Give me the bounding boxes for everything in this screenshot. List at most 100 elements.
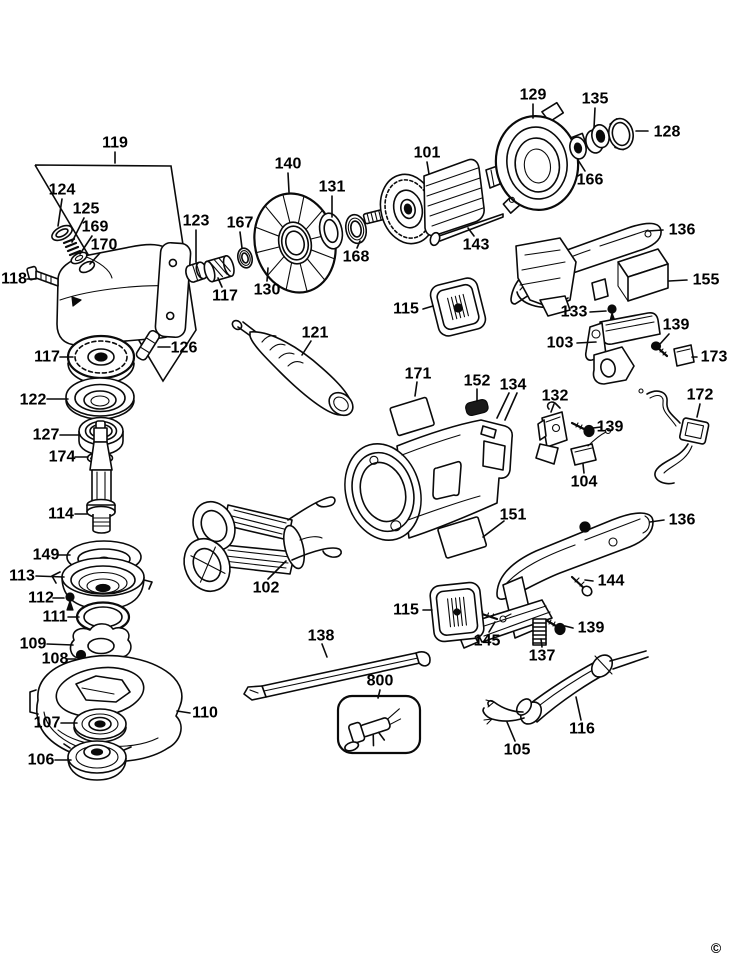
spanner-wrench-138-drawing	[243, 651, 431, 701]
part-label-140: 140	[275, 156, 302, 173]
part-label-114: 114	[48, 506, 74, 523]
screw-139-c-drawing	[544, 618, 566, 636]
washer-131-drawing	[318, 212, 344, 250]
spindle-114-drawing	[86, 420, 116, 534]
leader-line-134	[504, 392, 518, 421]
leader-line-138	[321, 643, 328, 658]
brush-cover-115-bottom-drawing	[429, 581, 485, 643]
retainer-ring-128-drawing	[608, 117, 634, 151]
cordset-172-drawing	[638, 388, 710, 485]
field-case-134-drawing	[344, 419, 514, 541]
part-label-112: 112	[28, 590, 54, 607]
module-173-drawing	[673, 344, 695, 367]
bevel-gear-117-drawing	[66, 334, 136, 385]
part-label-152: 152	[464, 373, 491, 390]
part-label-108: 108	[42, 651, 69, 668]
clamp-nut-106-drawing	[63, 740, 132, 781]
switch-103-drawing	[584, 312, 661, 385]
leader-line-132	[550, 403, 555, 413]
leader-line-139-a	[659, 333, 670, 345]
part-label-115-top: 115	[393, 301, 419, 318]
fan-140-drawing	[253, 192, 337, 294]
part-label-117-gear: 117	[34, 349, 60, 366]
bearing-sleeve-123-drawing	[185, 261, 208, 283]
brush-set-155-drawing	[591, 248, 669, 302]
screw-139-a-drawing	[650, 341, 669, 358]
screw-139-b-drawing	[570, 421, 595, 438]
part-label-105: 105	[504, 742, 531, 759]
leader-line-109	[46, 643, 74, 646]
part-label-102: 102	[253, 580, 280, 597]
brush-cover-115-top-drawing	[429, 277, 487, 337]
leader-line-170	[89, 252, 101, 265]
leader-line-136-bottom	[649, 519, 665, 523]
part-label-170: 170	[91, 237, 118, 254]
side-handle-121-drawing	[231, 319, 354, 417]
cap-152-drawing	[465, 399, 489, 417]
leader-line-167	[239, 231, 243, 249]
spring-125-drawing	[62, 237, 82, 257]
part-label-139-c: 139	[578, 620, 605, 637]
o-ring-124-drawing	[51, 224, 73, 242]
part-label-101: 101	[414, 145, 441, 162]
part-label-123: 123	[183, 213, 210, 230]
part-label-138: 138	[308, 628, 335, 645]
leader-line-136-top	[647, 229, 664, 232]
leader-line-137	[540, 638, 543, 648]
part-label-121: 121	[302, 325, 329, 342]
part-label-137: 137	[529, 648, 556, 665]
leader-line-151	[482, 520, 505, 538]
part-label-174: 174	[49, 449, 76, 466]
part-label-149: 149	[33, 547, 60, 564]
part-label-111: 111	[43, 609, 68, 626]
leader-line-130	[266, 267, 269, 282]
part-label-134: 134	[500, 377, 527, 394]
leader-line-121	[301, 340, 312, 356]
part-label-104: 104	[571, 474, 598, 491]
part-label-129: 129	[520, 87, 547, 104]
leader-line-101	[426, 161, 430, 175]
part-label-copyright: ©	[711, 940, 722, 956]
leader-line-134	[496, 392, 510, 419]
part-label-139-a: 139	[663, 317, 690, 334]
leader-line-135	[593, 107, 596, 129]
leader-line-169	[79, 235, 93, 255]
pinion-117-drawing	[203, 255, 235, 283]
leader-line-116	[575, 696, 582, 721]
spring-137-drawing	[532, 618, 547, 646]
leader-line-155	[668, 279, 688, 282]
part-label-169: 169	[82, 219, 109, 236]
part-label-143: 143	[463, 237, 490, 254]
part-label-116: 116	[569, 721, 595, 738]
part-label-126: 126	[171, 340, 198, 357]
leader-line-133	[589, 310, 607, 313]
screw-112-drawing	[65, 592, 75, 611]
part-label-106: 106	[28, 752, 55, 769]
part-label-166: 166	[577, 172, 604, 189]
part-label-124: 124	[49, 182, 76, 199]
leader-line-145	[488, 621, 496, 633]
leader-line-104	[582, 463, 585, 474]
part-label-139-b: 139	[597, 419, 624, 436]
cord-protector-116-drawing	[515, 650, 649, 725]
part-label-136-top: 136	[669, 222, 696, 239]
leader-line-125	[71, 217, 85, 243]
leader-line-800	[377, 689, 381, 699]
part-label-800: 800	[367, 673, 394, 690]
washer-167-drawing	[236, 247, 254, 269]
leader-line-168	[356, 240, 361, 249]
leader-line-103	[576, 341, 597, 344]
lock-pin-126-drawing	[135, 329, 161, 361]
leader-line-117-pinion	[217, 277, 223, 288]
housing-half-136-top-drawing	[510, 222, 662, 317]
part-label-172: 172	[687, 387, 714, 404]
part-label-115-bottom: 115	[393, 602, 419, 619]
part-label-135: 135	[582, 91, 609, 108]
part-label-107: 107	[34, 715, 61, 732]
part-label-119: 119	[102, 135, 128, 152]
leader-line-171	[414, 381, 418, 397]
part-label-117-pinion: 117	[212, 288, 238, 305]
service-kit-800-drawing	[336, 694, 422, 755]
part-label-144: 144	[598, 573, 625, 590]
part-label-155: 155	[693, 272, 720, 289]
